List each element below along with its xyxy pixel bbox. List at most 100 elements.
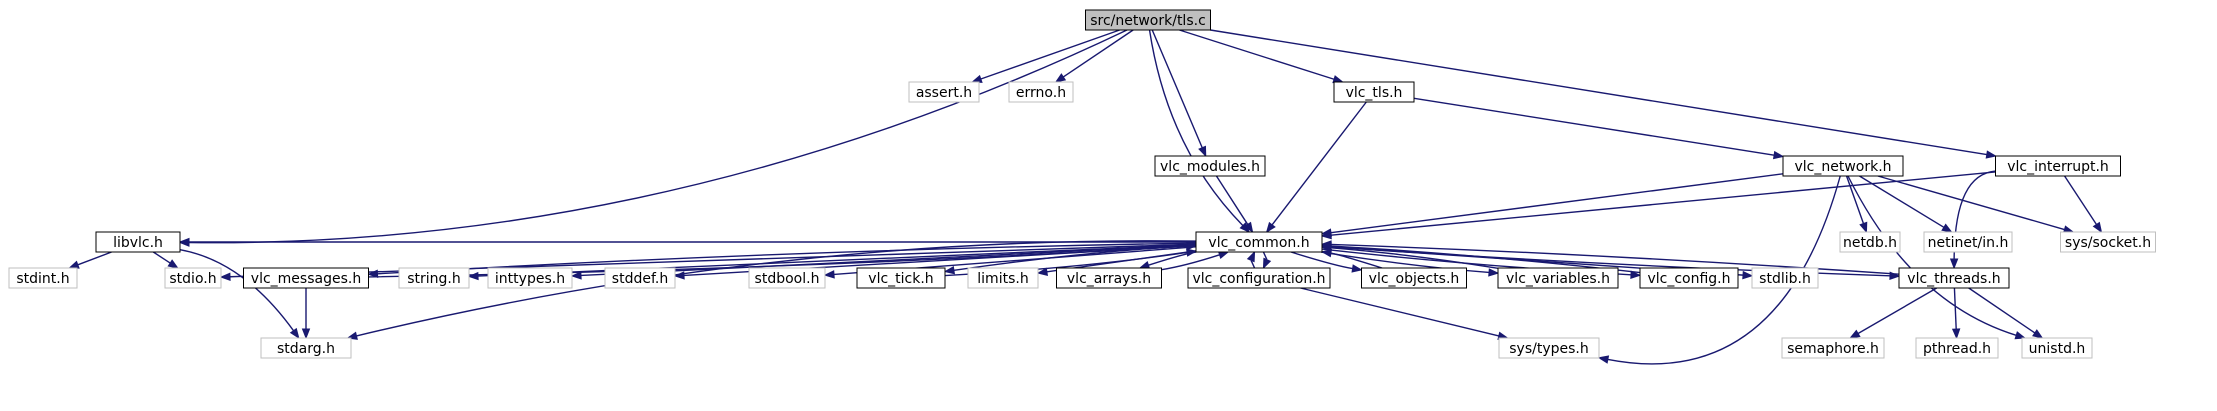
node-box: [1333, 81, 1415, 103]
node-vlc-network-h[interactable]: vlc_network.h: [1782, 155, 1904, 177]
arrowhead: [1985, 150, 1998, 159]
edge-line: [1857, 287, 1938, 335]
node-label: vlc_config.h: [1647, 271, 1730, 287]
node-box: [243, 267, 369, 289]
edge-line: [1215, 175, 1249, 225]
node-box: [95, 231, 181, 253]
node-label: inttypes.h: [495, 271, 565, 287]
node-vlc-messages-h[interactable]: vlc_messages.h: [243, 267, 369, 289]
node-box: [1498, 337, 1600, 359]
node-label: vlc_variables.h: [1506, 271, 1610, 287]
edge-vlc-messages-h-to-vlc-common-h: [368, 242, 1198, 278]
node-stdlib-h: stdlib.h: [1751, 267, 1819, 289]
node-box: [1361, 267, 1467, 289]
node-box: [1751, 267, 1819, 289]
edge-vlc-common-h-to-vlc-objects-h: [1290, 251, 1363, 273]
edge-vlc-common-h-to-vlc-configuration-h: [1262, 251, 1272, 270]
node-vlc-config-h[interactable]: vlc_config.h: [1639, 267, 1739, 289]
arrowhead: [943, 266, 956, 275]
node-vlc-arrays-h[interactable]: vlc_arrays.h: [1056, 267, 1162, 289]
edge-line: [1290, 251, 1353, 270]
node-box: [1187, 267, 1331, 289]
edge-line: [77, 251, 112, 266]
edge-vlc-configuration-h-to-vlc-common-h: [1246, 250, 1256, 269]
node-box: [1782, 155, 1904, 177]
node-stdbool-h: stdbool.h: [748, 267, 826, 289]
arrowhead: [1320, 230, 1332, 240]
node-vlc-configuration-h[interactable]: vlc_configuration.h: [1187, 267, 1331, 289]
node-box: [1056, 267, 1162, 289]
arrowhead: [971, 74, 983, 83]
node-vlc-interrupt-h[interactable]: vlc_interrupt.h: [1995, 155, 2121, 177]
node-box: [856, 267, 946, 289]
arrowhead: [467, 271, 479, 281]
edge-libvlc-h-to-stdio-h: [152, 251, 179, 269]
node-netinet-in-h: netinet/in.h: [1923, 231, 2013, 253]
edge-line: [1845, 175, 1865, 224]
node-netdb-h: netdb.h: [1839, 231, 1901, 253]
node-label: limits.h: [977, 271, 1028, 287]
node-label: vlc_configuration.h: [1192, 271, 1325, 287]
edge-vlc-network-h-to-netdb-h: [1845, 175, 1868, 234]
node-box: [1781, 337, 1885, 359]
node-label: vlc_threads.h: [1907, 271, 2000, 287]
arrowhead: [1351, 264, 1363, 273]
node-vlc-common-h[interactable]: vlc_common.h: [1195, 231, 1323, 253]
arrowhead: [2092, 221, 2103, 234]
node-libvlc-h[interactable]: libvlc.h: [95, 231, 181, 253]
node-box: [2060, 231, 2156, 253]
arrowhead: [1630, 270, 1642, 279]
node-box: [1898, 267, 2010, 289]
edge-vlc-arrays-h-to-vlc-common-h: [1161, 250, 1230, 271]
arrowhead: [1320, 248, 1333, 258]
node-vlc-modules-h[interactable]: vlc_modules.h: [1154, 155, 1266, 177]
arrowhead: [1597, 355, 1610, 364]
node-vlc-variables-h[interactable]: vlc_variables.h: [1497, 267, 1619, 289]
arrowhead: [1488, 268, 1500, 277]
edge-line: [980, 29, 1120, 80]
arrowhead: [2032, 329, 2044, 339]
edge-vlc-network-h-to-unistd-h: [1847, 175, 2027, 340]
node-box: [1639, 267, 1739, 289]
node-label: vlc_arrays.h: [1067, 271, 1151, 287]
edge-vlc-configuration-h-to-sys-types-h: [1300, 287, 1509, 340]
node-inttypes-h: inttypes.h: [487, 267, 573, 289]
node-label: stdlib.h: [1759, 271, 1811, 287]
node-vlc-threads-h[interactable]: vlc_threads.h: [1898, 267, 2010, 289]
edge-vlc-modules-h-to-vlc-common-h: [1215, 175, 1254, 234]
edge-line: [1859, 175, 1945, 228]
node-label: libvlc.h: [113, 235, 163, 251]
node-tls-c[interactable]: src/network/tls.c: [1085, 9, 1211, 31]
edge-line: [1062, 29, 1134, 78]
arrowhead: [1246, 250, 1256, 263]
edge-vlc-objects-h-to-vlc-common-h: [1320, 248, 1383, 269]
node-box: [2021, 337, 2093, 359]
edge-line: [2063, 175, 2098, 225]
node-vlc-objects-h[interactable]: vlc_objects.h: [1361, 267, 1467, 289]
arrowhead: [301, 328, 311, 340]
edge-libvlc-h-to-stdarg-h: [179, 248, 300, 340]
edge-tls-c-to-libvlc-h: [178, 29, 1128, 247]
arrowhead: [1243, 221, 1254, 234]
arrowhead: [1951, 328, 1961, 340]
node-vlc-tls-h[interactable]: vlc_tls.h: [1333, 81, 1415, 103]
edge-line: [356, 240, 1197, 337]
arrowhead: [1859, 221, 1868, 234]
arrowhead: [178, 237, 190, 247]
arrowhead: [1186, 242, 1198, 251]
node-sys-types-h: sys/types.h: [1498, 337, 1600, 359]
node-box: [1195, 231, 1323, 253]
edge-tls-c-to-assert-h: [971, 29, 1120, 83]
edge-vlc-interrupt-h-to-sys-socket-h: [2063, 175, 2103, 234]
edge-line: [1607, 175, 1841, 365]
node-label: stdint.h: [16, 271, 69, 287]
node-box: [164, 267, 222, 289]
node-vlc-tick-h[interactable]: vlc_tick.h: [856, 267, 946, 289]
edge-vlc-threads-h-to-pthread-h: [1951, 287, 1961, 340]
edge-line: [1953, 287, 1957, 330]
edges-layer: [68, 29, 2103, 365]
node-label: pthread.h: [1923, 341, 1991, 357]
edge-line: [152, 251, 171, 264]
arrowhead: [1941, 223, 1953, 233]
node-box: [748, 267, 826, 289]
